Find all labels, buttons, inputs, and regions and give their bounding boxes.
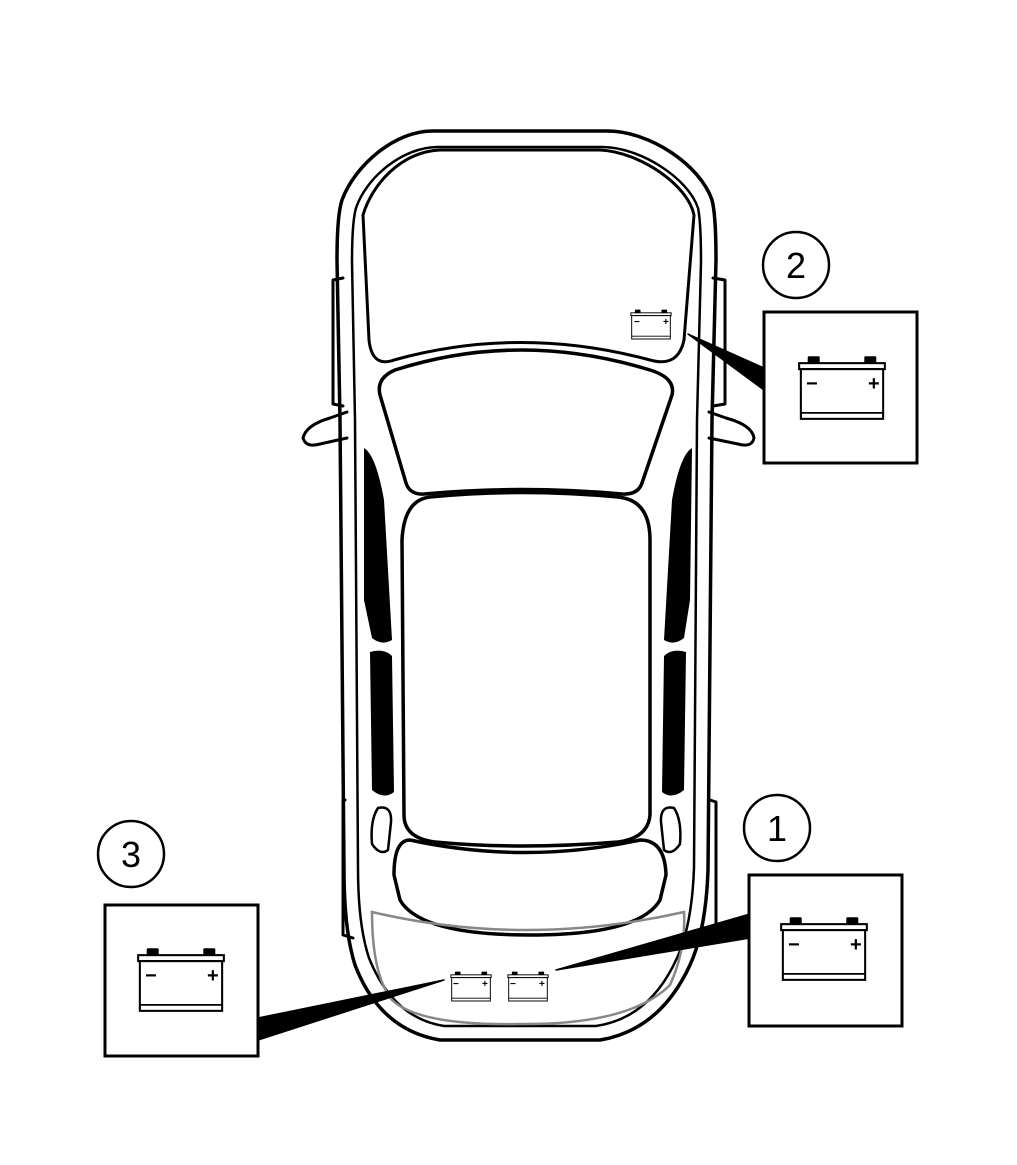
hood-panel bbox=[361, 148, 696, 364]
roof-panel bbox=[400, 490, 652, 848]
callout-box-1: − + bbox=[747, 873, 904, 1028]
left-front-side-window bbox=[364, 448, 392, 643]
svg-text:−: − bbox=[788, 934, 800, 956]
svg-text:1: 1 bbox=[767, 808, 787, 849]
svg-text:−: − bbox=[806, 373, 818, 395]
right-mirror bbox=[707, 410, 756, 447]
left-rear-side-window bbox=[370, 650, 394, 796]
svg-text:−: − bbox=[453, 979, 459, 990]
battery-on-car-2: − + bbox=[630, 309, 672, 340]
car-body-inner-outline bbox=[350, 145, 703, 1028]
rear-window bbox=[392, 838, 668, 937]
callout-number-3: 3 bbox=[96, 819, 166, 889]
left-front-wheel-arch bbox=[331, 276, 345, 408]
svg-text:−: − bbox=[145, 965, 157, 987]
svg-text:+: + bbox=[868, 373, 880, 395]
right-quarter-window bbox=[659, 806, 682, 854]
battery-on-car-3: − + bbox=[450, 971, 492, 1002]
left-rear-wheel-arch bbox=[341, 798, 355, 940]
right-front-wheel-arch bbox=[711, 276, 727, 408]
left-mirror bbox=[301, 410, 349, 447]
battery-on-car-1: − + bbox=[507, 971, 549, 1002]
callout-number-2: 2 bbox=[761, 230, 831, 300]
front-windshield bbox=[377, 348, 675, 496]
leader-1 bbox=[555, 913, 751, 971]
callout-box-2: − + bbox=[762, 310, 919, 465]
right-rear-side-window bbox=[662, 650, 686, 796]
svg-text:−: − bbox=[634, 317, 640, 328]
svg-text:3: 3 bbox=[121, 834, 141, 875]
svg-text:+: + bbox=[482, 979, 488, 990]
svg-text:+: + bbox=[663, 317, 669, 328]
trunk-area-outline bbox=[370, 910, 686, 1026]
svg-text:+: + bbox=[850, 934, 862, 956]
callout-number-1: 1 bbox=[742, 793, 812, 863]
svg-text:2: 2 bbox=[786, 245, 806, 286]
svg-text:−: − bbox=[510, 979, 516, 990]
right-front-side-window bbox=[664, 448, 692, 643]
callout-box-3: − + bbox=[103, 903, 260, 1058]
left-quarter-window bbox=[370, 806, 393, 854]
leader-3 bbox=[257, 979, 445, 1041]
car-body-outline bbox=[335, 129, 718, 1042]
svg-text:+: + bbox=[207, 965, 219, 987]
svg-text:+: + bbox=[539, 979, 545, 990]
side-windows bbox=[364, 448, 692, 796]
